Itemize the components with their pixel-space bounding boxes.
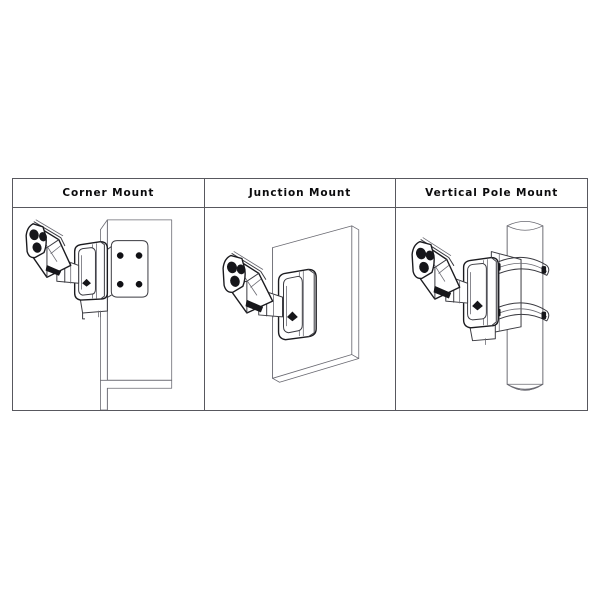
ir-illuminator-upper-left [416,247,427,260]
camera-cable-stub [245,299,263,313]
screw-hole-bottom-left [116,280,124,288]
ir-illuminator-upper-left [226,261,237,274]
ir-illuminator-upper-left [29,229,39,241]
camera-cable-stub [433,285,452,299]
camera-lens [426,250,435,261]
ir-illuminator-lower [32,242,42,253]
camera-junction-box [73,240,109,301]
header-cell-vertical-pole-mount: Vertical Pole Mount [396,179,587,207]
camera-front-face [411,240,436,280]
ir-illuminator-lower [229,275,240,287]
camera-front-face [222,254,246,293]
header-cell-corner-mount: Corner Mount [13,179,205,207]
camera-lens [236,264,245,275]
camera-cable-stub [45,265,62,276]
illustration-cell-corner-mount [13,208,205,410]
strap-buckle-lower [541,311,547,320]
corner-mount-illustration [25,219,173,410]
ir-illuminator-lower [419,261,430,273]
camera-front-face [25,223,47,259]
screw-hole-top-left [116,252,124,259]
screw-hole-bottom-right [135,280,143,288]
camera-junction-box [463,256,500,329]
bracket-base [469,324,497,346]
illustration-cell-vertical-pole-mount [396,208,587,410]
table-illustration-row [13,208,587,410]
header-cell-junction-mount: Junction Mount [205,179,397,207]
screw-hole-top-right [135,252,143,259]
vertical-pole-mount-illustration [411,220,550,391]
illustration-cell-junction-mount [205,208,397,410]
strap-buckle-upper [541,266,547,274]
mounting-options-table: Corner Mount Junction Mount Vertical Pol… [12,178,588,411]
camera-lens [39,232,47,242]
header-label-vertical-pole-mount: Vertical Pole Mount [425,187,559,199]
junction-mount-illustration [222,225,359,383]
table-header-row: Corner Mount Junction Mount Vertical Pol… [13,179,587,208]
header-label-corner-mount: Corner Mount [62,187,155,199]
header-label-junction-mount: Junction Mount [248,187,352,199]
camera-junction-box [277,268,317,341]
